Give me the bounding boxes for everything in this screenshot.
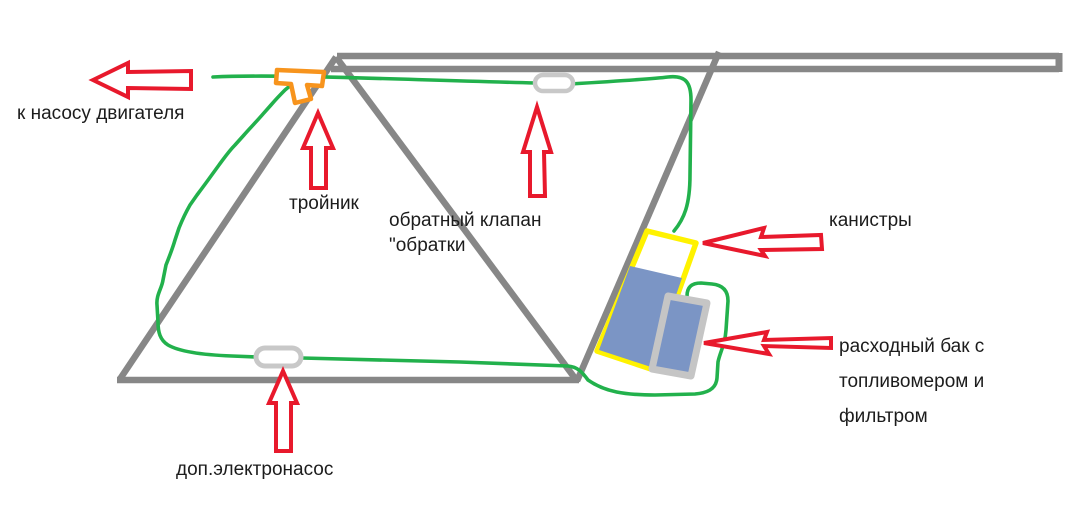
arrow-up-aux-pump-icon — [265, 366, 301, 453]
aux-pump-icon — [253, 345, 304, 369]
frame-middle-diagonal — [333, 55, 580, 383]
frame-left-diagonal — [117, 55, 339, 381]
arrow-left-canisters-icon — [702, 225, 825, 259]
check-valve-icon — [532, 72, 576, 94]
label-engine-pump: к насосу двигателя — [17, 103, 185, 124]
arrow-left-tank-icon — [703, 329, 833, 357]
label-check-valve: обратный клапан "обратки — [389, 210, 542, 256]
tee-fitting-icon — [273, 67, 327, 106]
fuel-line-return — [155, 83, 730, 397]
supply-tank-shape — [648, 292, 711, 380]
frame-structure — [117, 50, 1063, 384]
arrow-left-engine-icon — [88, 59, 193, 101]
arrow-up-tee-icon — [299, 107, 337, 190]
frame-right-diagonal — [574, 50, 722, 383]
arrow-up-check-valve-icon — [520, 100, 554, 198]
annotation-arrows — [88, 59, 833, 453]
label-aux-pump: доп.электронасос — [176, 459, 334, 480]
canister-fuel-fill — [599, 266, 682, 367]
label-canisters: канистры — [829, 210, 912, 231]
label-tee: тройник — [289, 193, 359, 214]
label-supply-tank: расходный бак с топливомером и фильтром — [839, 336, 985, 427]
